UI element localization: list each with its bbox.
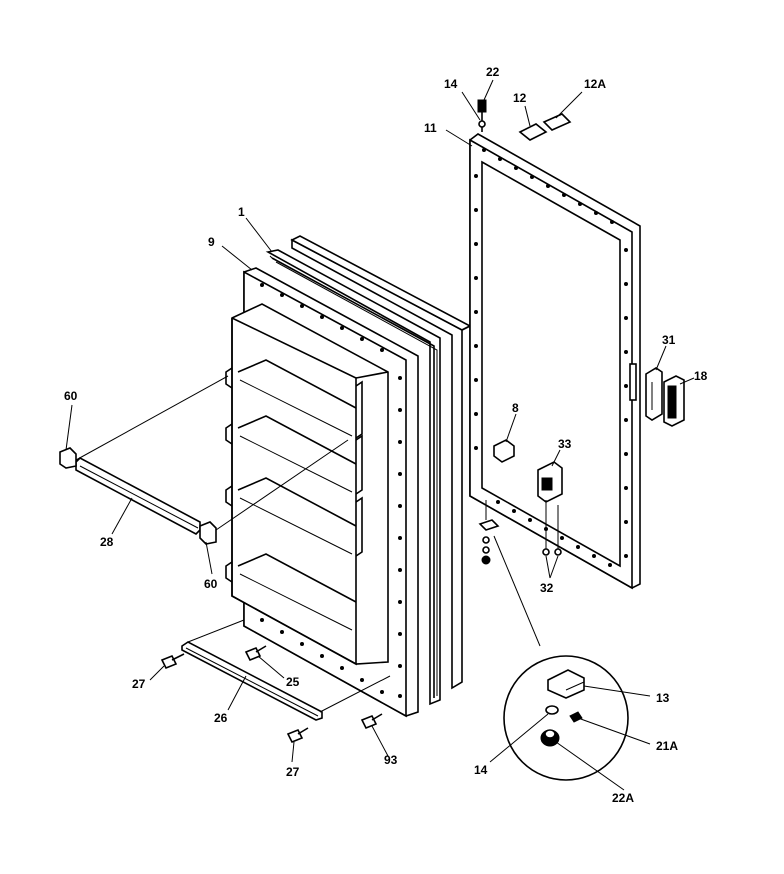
cabinet-frame bbox=[469, 133, 641, 590]
callout-21a: 21A bbox=[656, 739, 678, 753]
callout-31: 31 bbox=[662, 333, 676, 347]
bottom-hinge-stack bbox=[478, 500, 562, 565]
leader-lines bbox=[65, 79, 695, 791]
callout-13: 13 bbox=[656, 691, 670, 705]
callout-12: 12 bbox=[513, 91, 527, 105]
callout-26: 26 bbox=[214, 711, 228, 725]
callout-18: 18 bbox=[694, 369, 708, 383]
callout-14-top: 14 bbox=[444, 77, 458, 91]
top-hinge-parts bbox=[477, 99, 572, 141]
latch-parts bbox=[645, 367, 685, 427]
callout-27-left: 27 bbox=[132, 677, 146, 691]
inner-door-liner bbox=[225, 267, 419, 718]
liner-screw-holes bbox=[260, 283, 402, 698]
callout-labels: 14 22 12 12A 11 1 9 31 18 8 33 60 28 60 … bbox=[64, 65, 708, 805]
callout-12a: 12A bbox=[584, 77, 606, 91]
bottom-rail bbox=[181, 619, 391, 721]
callout-22-top: 22 bbox=[486, 65, 500, 79]
callout-60-top: 60 bbox=[64, 389, 78, 403]
callout-1: 1 bbox=[238, 205, 245, 219]
frame-brackets bbox=[493, 439, 563, 503]
door-gasket bbox=[265, 249, 441, 706]
callout-11: 11 bbox=[424, 121, 437, 135]
callout-27-bottom: 27 bbox=[286, 765, 300, 779]
callout-60-bottom: 60 bbox=[204, 577, 218, 591]
screws bbox=[160, 645, 383, 744]
callout-9: 9 bbox=[208, 235, 215, 249]
shelf-rail bbox=[59, 375, 349, 545]
callout-32: 32 bbox=[540, 581, 554, 595]
frame-screw-holes bbox=[474, 148, 628, 567]
callout-93: 93 bbox=[384, 753, 398, 767]
callout-25: 25 bbox=[286, 675, 300, 689]
callout-33: 33 bbox=[558, 437, 572, 451]
hinge-detail-circle bbox=[493, 535, 629, 781]
callout-28: 28 bbox=[100, 535, 114, 549]
callout-14-detail: 14 bbox=[474, 763, 488, 777]
callout-8: 8 bbox=[512, 401, 519, 415]
callout-22a: 22A bbox=[612, 791, 634, 805]
